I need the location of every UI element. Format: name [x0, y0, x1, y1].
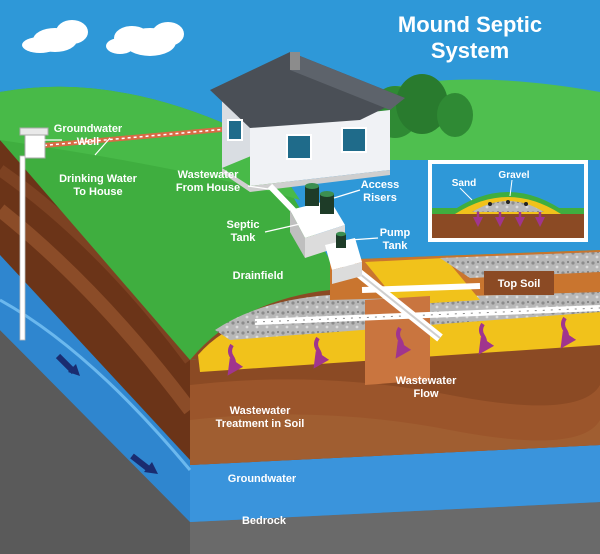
label-groundwater-well-1: Groundwater: [54, 123, 123, 135]
inset-label-gravel: Gravel: [498, 170, 529, 181]
label-pump-tank-1: Pump: [380, 227, 411, 239]
label-drinking-water-1: Drinking Water: [59, 173, 138, 185]
label-wastewater-from-house-1: Wastewater: [178, 169, 239, 181]
label-wastewater-from-house-2: From House: [176, 182, 240, 194]
label-pump-tank-2: Tank: [383, 240, 409, 252]
label-access-risers-2: Risers: [363, 192, 397, 204]
label-drainfield: Drainfield: [233, 270, 284, 282]
label-treatment-1: Wastewater: [230, 405, 291, 417]
label-wastewater-flow-2: Flow: [413, 388, 438, 400]
label-treatment-2: Treatment in Soil: [216, 418, 305, 430]
label-groundwater-well-2: Well: [77, 136, 99, 148]
label-wastewater-flow-1: Wastewater: [396, 375, 457, 387]
label-bedrock: Bedrock: [242, 515, 287, 527]
title-line-1: Mound Septic: [398, 12, 542, 37]
inset-label-sand: Sand: [452, 178, 476, 189]
label-septic-tank-2: Tank: [231, 232, 257, 244]
title-line-2: System: [431, 38, 509, 63]
label-septic-tank-1: Septic: [226, 219, 259, 231]
label-top-soil: Top Soil: [498, 278, 541, 290]
label-access-risers-1: Access: [361, 179, 400, 191]
label-drinking-water-2: To House: [73, 186, 122, 198]
label-groundwater: Groundwater: [228, 473, 297, 485]
